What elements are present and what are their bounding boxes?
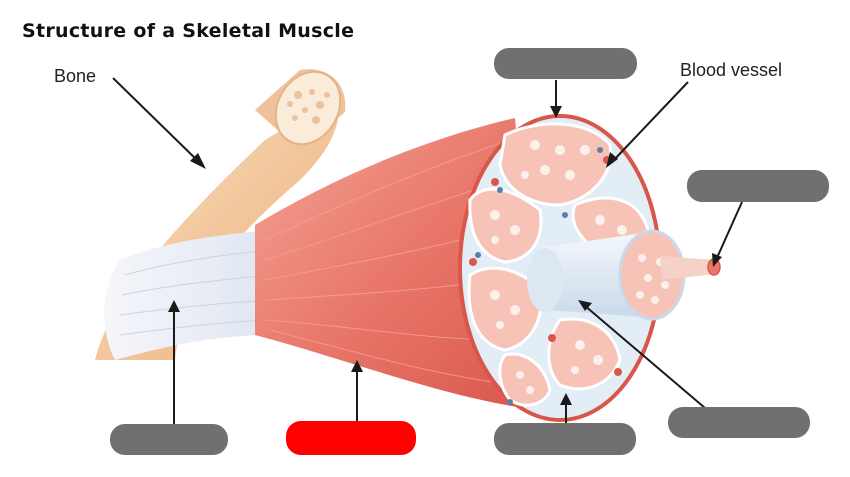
blood-vessel-dot [614, 368, 622, 376]
blood-vessel-dot [491, 178, 499, 186]
blank-label-bottom-left[interactable] [110, 424, 228, 455]
bone-pointer [113, 78, 200, 163]
blood-vessel-dot [548, 334, 556, 342]
blood-vessel-pointer [612, 82, 688, 162]
bone-label: Bone [54, 66, 96, 87]
blank-label-bottom-middle[interactable] [286, 421, 416, 455]
blank-label-bottom-right[interactable] [494, 423, 636, 455]
blank-label-right-lower[interactable] [668, 407, 810, 438]
blood-vessel-label: Blood vessel [680, 60, 782, 81]
blood-vessel-dot [469, 258, 477, 266]
muscle-fiber [660, 256, 720, 280]
tendon [104, 230, 270, 360]
right-upper-blank-pointer [716, 202, 742, 260]
diagram-title: Structure of a Skeletal Muscle [22, 20, 354, 42]
blank-label-right-upper[interactable] [687, 170, 829, 202]
blank-label-top[interactable] [494, 48, 637, 79]
